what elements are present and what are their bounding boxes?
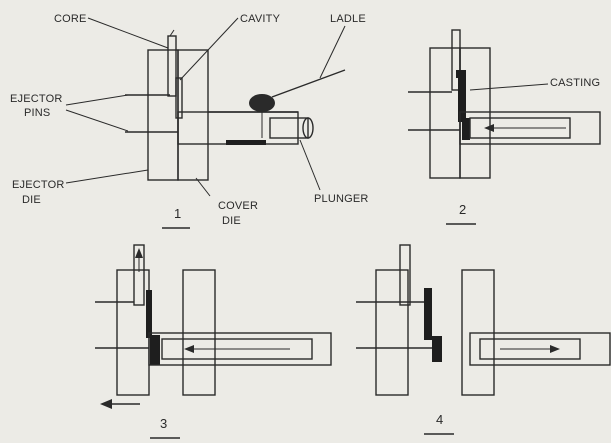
plunger bbox=[269, 117, 309, 139]
ladle bbox=[249, 94, 275, 112]
ejector-die-block bbox=[429, 47, 461, 179]
label-plunger: PLUNGER bbox=[314, 193, 369, 205]
core bbox=[167, 35, 177, 97]
core bbox=[399, 244, 411, 306]
shot-sleeve bbox=[177, 111, 299, 145]
step-2: 2 bbox=[459, 202, 466, 217]
shot-sleeve bbox=[459, 111, 601, 145]
ejector-die-block bbox=[375, 269, 409, 396]
casting bbox=[146, 290, 160, 365]
core bbox=[451, 29, 461, 91]
casting bbox=[424, 288, 442, 362]
label-cover-die-2: DIE bbox=[222, 215, 241, 227]
label-ejector-pins-2: PINS bbox=[24, 107, 50, 119]
plunger bbox=[161, 338, 313, 360]
label-ladle: LADLE bbox=[330, 13, 366, 25]
label-cover-die-1: COVER bbox=[218, 200, 258, 212]
shot-sleeve bbox=[148, 332, 332, 366]
step-4: 4 bbox=[436, 412, 443, 427]
label-ejector-die-2: DIE bbox=[22, 194, 41, 206]
casting bbox=[456, 70, 470, 140]
step-1: 1 bbox=[174, 206, 181, 221]
label-cavity: CAVITY bbox=[240, 13, 281, 25]
plunger bbox=[469, 117, 571, 139]
label-ejector-pins-1: EJECTOR bbox=[10, 93, 63, 105]
panel-4 bbox=[356, 244, 611, 396]
cavity bbox=[175, 77, 183, 119]
core bbox=[133, 244, 145, 306]
shot-sleeve bbox=[469, 332, 611, 366]
ejector-die-block bbox=[147, 49, 179, 181]
panel-2 bbox=[408, 29, 601, 179]
panel-1 bbox=[125, 29, 346, 181]
label-core: CORE bbox=[54, 13, 87, 25]
molten-metal bbox=[226, 140, 266, 145]
step-3: 3 bbox=[160, 416, 167, 431]
label-casting: CASTING bbox=[550, 77, 600, 89]
panel-3 bbox=[95, 244, 332, 409]
plunger bbox=[479, 338, 581, 360]
label-ejector-die-1: EJECTOR bbox=[12, 179, 65, 191]
